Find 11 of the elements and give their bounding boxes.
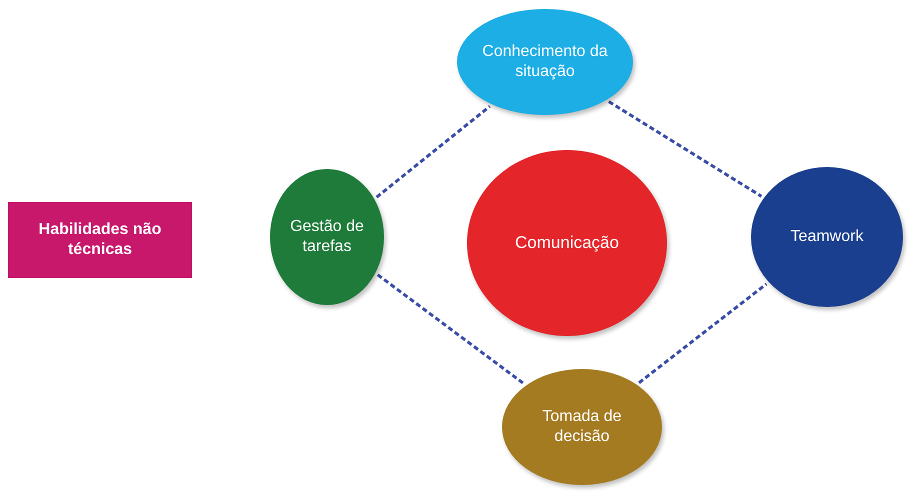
- node-label: Conhecimento da situação: [481, 42, 609, 82]
- node-label: Tomada de decisão: [541, 407, 623, 447]
- node-label: Teamwork: [790, 227, 864, 247]
- dashed-connector: [608, 100, 762, 198]
- node-label: Gestão de tarefas: [289, 217, 365, 257]
- title-box: [8, 202, 192, 278]
- dashed-connector: [638, 282, 768, 384]
- node-label: Comunicação: [515, 232, 619, 254]
- dashed-connector: [376, 105, 491, 198]
- node-label: Habilidades não técnicas: [38, 220, 162, 260]
- dashed-connector: [376, 274, 525, 385]
